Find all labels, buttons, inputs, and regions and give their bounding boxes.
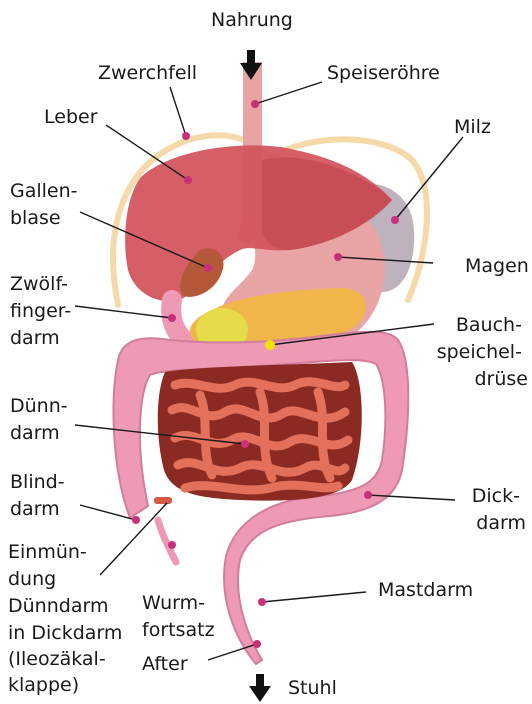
label-bauchspeicheldruese: Bauch- speichel- drüse <box>437 314 528 390</box>
organ-illustration <box>113 62 427 664</box>
label-nahrung: Nahrung <box>211 9 293 31</box>
label-milz: Milz <box>454 116 491 138</box>
label-dickdarm: Dick- darm <box>472 485 526 534</box>
appendix-shape <box>158 520 176 562</box>
stool-arrow-icon <box>249 674 271 702</box>
label-speiseroehre: Speiseröhre <box>327 62 440 84</box>
label-leber: Leber <box>44 106 98 128</box>
ileocecal-valve-shape <box>154 497 172 504</box>
label-gallenblase: Gallen- blase <box>10 180 84 229</box>
label-mastdarm: Mastdarm <box>378 579 473 601</box>
label-duenndarm: Dünn- darm <box>10 395 74 444</box>
label-stuhl: Stuhl <box>288 677 337 699</box>
label-after: After <box>142 653 188 675</box>
label-zwoelffingerdarm: Zwölf- finger- darm <box>10 273 77 349</box>
label-blinddarm: Blind- darm <box>10 471 71 520</box>
label-zwerchfell: Zwerchfell <box>98 62 197 84</box>
label-magen: Magen <box>465 255 529 277</box>
label-wurmfortsatz: Wurm- fortsatz <box>142 592 215 641</box>
